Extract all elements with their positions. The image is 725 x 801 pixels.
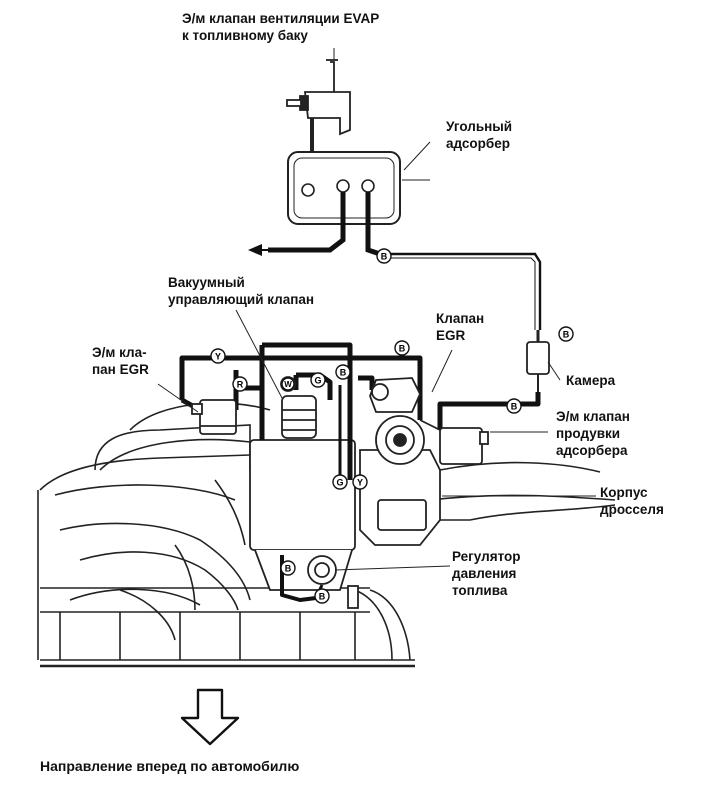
svg-text:B: B (319, 592, 326, 602)
label-charcoal-canister: Угольный адсорбер (446, 119, 513, 151)
svg-text:G: G (336, 478, 343, 488)
tag-b-3: B (394, 340, 410, 356)
tag-b-5: B (335, 364, 351, 380)
forward-arrow (180, 688, 240, 746)
svg-text:B: B (381, 252, 388, 262)
tag-r-1: R (232, 376, 248, 392)
chamber (526, 330, 550, 392)
tag-y-2: Y (352, 474, 368, 490)
tag-b-6: B (280, 560, 296, 576)
throttle-body (359, 415, 441, 546)
svg-text:B: B (285, 564, 292, 574)
egr-solenoid (191, 399, 237, 435)
vacuum-hoses (179, 342, 541, 602)
label-egr-valve: Клапан EGR (436, 311, 485, 343)
label-fuel-pressure-regulator: Регулятор давления топлива (452, 549, 521, 598)
label-throttle-body: Корпус дросселя (600, 485, 664, 517)
svg-text:W: W (284, 380, 292, 389)
tag-g-2: G (332, 474, 348, 490)
tag-w-1: W (281, 377, 295, 391)
svg-text:B: B (340, 368, 347, 378)
tag-b-4: B (506, 398, 522, 414)
tag-b-7: B (314, 588, 330, 604)
svg-text:R: R (237, 380, 244, 390)
svg-text:G: G (314, 376, 321, 386)
svg-text:Y: Y (215, 352, 221, 362)
tag-b-1: B (376, 248, 392, 264)
charcoal-canister (287, 151, 430, 225)
label-forward-direction: Направление вперед по автомобилю (40, 758, 300, 774)
svg-text:B: B (399, 344, 406, 354)
label-evap-vent-solenoid: Э/м клапан вентиляции EVAP к топливному … (182, 11, 380, 43)
svg-text:B: B (563, 330, 570, 340)
hose-tags: B B B B B B B Y Y R G G W (210, 248, 574, 604)
vent-arrow (248, 244, 270, 256)
purge-solenoid (419, 419, 489, 465)
tag-y-1: Y (210, 348, 226, 364)
canister-hoses (268, 192, 542, 330)
egr-valve (369, 377, 421, 413)
tag-b-2: B (558, 326, 574, 342)
svg-text:Y: Y (357, 478, 363, 488)
label-purge-solenoid: Э/м клапан продувки адсорбера (556, 409, 630, 458)
svg-text:B: B (511, 402, 518, 412)
fuel-pressure-regulator (307, 555, 359, 609)
label-chamber: Камера (566, 373, 616, 388)
leader-lines (157, 48, 596, 571)
tag-g-1: G (310, 372, 326, 388)
label-vacuum-control-valve: Вакуумный управляющий клапан (168, 275, 315, 307)
label-egr-solenoid: Э/м кла- пан EGR (92, 345, 149, 377)
